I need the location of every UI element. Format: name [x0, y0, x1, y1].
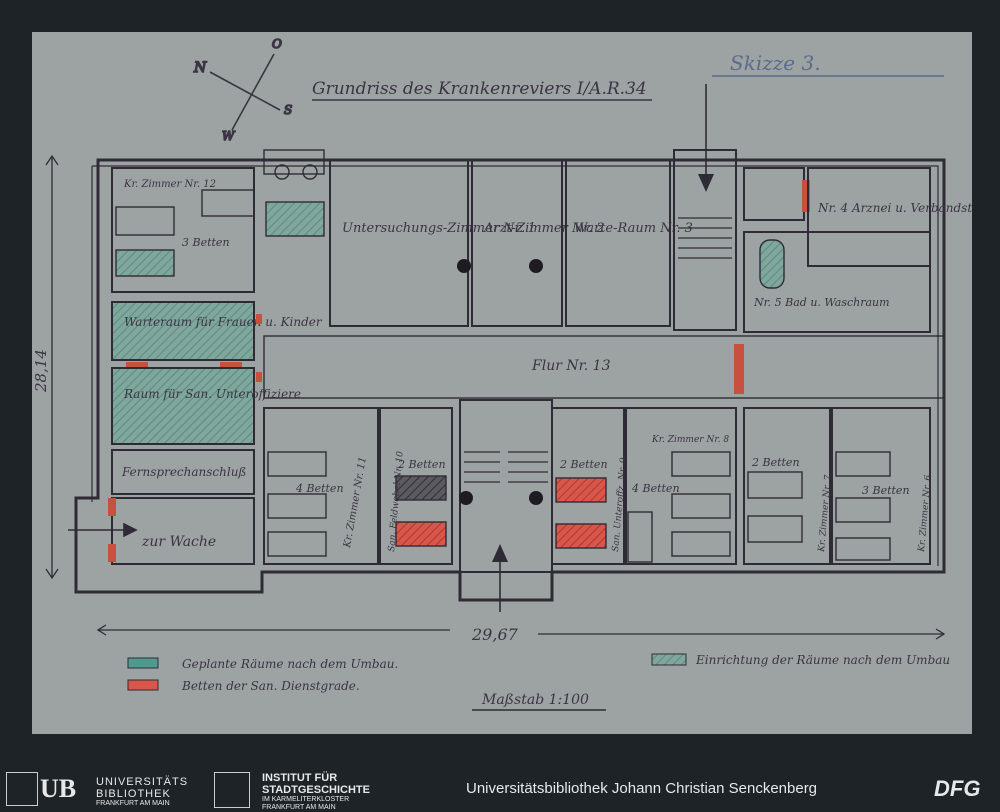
compass-w: W [222, 129, 236, 143]
room-kranken-11 [263, 407, 379, 565]
svg-text:Warteraum für Frauen u. Kinder: Warteraum für Frauen u. Kinder [124, 315, 323, 329]
room-untersuchung [329, 159, 469, 327]
room-arzt [471, 159, 563, 327]
dimension-horizontal [96, 624, 946, 640]
compass-n: N [193, 60, 207, 76]
svg-text:Untersuchungs-Zimmer Nr. 1: Untersuchungs-Zimmer Nr. 1 [342, 221, 536, 236]
svg-text:Kr. Zimmer Nr. 12: Kr. Zimmer Nr. 12 [123, 179, 216, 190]
legend-item-2: Betten der San. Dienstgrade. [181, 679, 360, 693]
corridor-flur [263, 335, 945, 399]
compass-s: S [284, 103, 292, 117]
svg-text:Nr. 5 Bad u. Waschraum: Nr. 5 Bad u. Waschraum [753, 296, 890, 309]
room-kranken-8 [625, 407, 737, 565]
svg-text:4 Betten: 4 Betten [631, 482, 680, 495]
room-unteroffz-9 [551, 407, 625, 565]
floor-plan: N O S W Grundriss des Krankenreviers I/A… [32, 36, 972, 711]
ub-line3: FRANKFURT AM MAIN [96, 800, 170, 807]
dim-horizontal-label: 29,67 [471, 625, 519, 644]
scale-label: Maßstab 1:100 [481, 692, 589, 708]
plan-sheet: N O S W Grundriss des Krankenreviers I/A… [32, 32, 972, 734]
stairwell-south [459, 399, 553, 573]
svg-text:4 Betten: 4 Betten [295, 482, 344, 495]
svg-text:2 Betten: 2 Betten [559, 458, 608, 471]
room-kranken-12 [111, 167, 255, 293]
ub-logo: UB [40, 774, 77, 803]
svg-text:2 Betten: 2 Betten [751, 456, 800, 469]
isg-line4: FRANKFURT AM MAIN [262, 804, 336, 811]
footer-bar: UB UNIVERSITÄTS BIBLIOTHEK FRANKFURT AM … [0, 766, 1000, 812]
svg-text:Kr. Zimmer Nr. 8: Kr. Zimmer Nr. 8 [651, 435, 729, 445]
svg-text:2 Betten: 2 Betten [397, 458, 446, 471]
svg-text:3 Betten: 3 Betten [182, 236, 230, 249]
room-arznei [807, 167, 931, 267]
dimension-vertical [45, 154, 59, 580]
compass-rose: N O S W [192, 36, 293, 144]
isg-line1: INSTITUT FÜR [262, 772, 338, 784]
svg-text:zur Wache: zur Wache [141, 534, 216, 550]
room-fernsprecher [111, 449, 255, 495]
svg-text:Kr. Zimmer Nr. 11: Kr. Zimmer Nr. 11 [342, 456, 369, 550]
dfg-logo: DFG [934, 776, 981, 801]
svg-text:Arzt-Zimmer Nr. 2: Arzt-Zimmer Nr. 2 [483, 221, 605, 236]
svg-text:3 Betten: 3 Betten [862, 484, 910, 497]
svg-text:Fernsprechanschluß: Fernsprechanschluß [121, 465, 246, 479]
isg-line2: STADTGESCHICHTE [262, 784, 370, 796]
legend-item-1: Geplante Räume nach dem Umbau. [182, 657, 398, 671]
room-kranken-7 [743, 407, 831, 565]
ub-emblem-icon [6, 772, 38, 806]
room-warte [565, 159, 671, 327]
room-feldwebel-10 [379, 407, 453, 565]
sketch-label: Skizze 3. [730, 51, 821, 75]
svg-text:Raum für San. Unteroffiziere: Raum für San. Unteroffiziere [123, 387, 301, 401]
dim-vertical-label: 28,14 [32, 349, 50, 393]
room-unteroffiziere [111, 367, 255, 445]
ub-line1: UNIVERSITÄTS [96, 776, 189, 788]
svg-text:Nr. 4 Arznei u. Verbandstoff R: Nr. 4 Arznei u. Verbandstoff Raum [817, 201, 972, 215]
svg-text:Flur Nr. 13: Flur Nr. 13 [531, 358, 611, 374]
room-kranken-6 [831, 407, 931, 565]
room-wache [111, 497, 255, 565]
stairwell-north [673, 149, 737, 331]
room-warteraum [111, 301, 255, 361]
plan-title: Grundriss des Krankenreviers I/A.R.34 [312, 79, 647, 99]
svg-text:Warte-Raum Nr. 3: Warte-Raum Nr. 3 [574, 221, 693, 236]
compass-o: O [272, 37, 282, 51]
svg-text:Kr. Zimmer Nr. 6: Kr. Zimmer Nr. 6 [917, 474, 934, 553]
room-bad [743, 231, 931, 333]
isg-line3: IM KARMELITERKLOSTER [262, 796, 350, 803]
ub-line2: BIBLIOTHEK [96, 788, 171, 800]
legend: Geplante Räume nach dem Umbau. Betten de… [127, 653, 950, 693]
footer-center-text: Universitätsbibliothek Johann Christian … [466, 780, 818, 797]
legend-item-3: Einrichtung der Räume nach dem Umbau [695, 653, 950, 667]
isg-emblem-icon [214, 772, 250, 808]
